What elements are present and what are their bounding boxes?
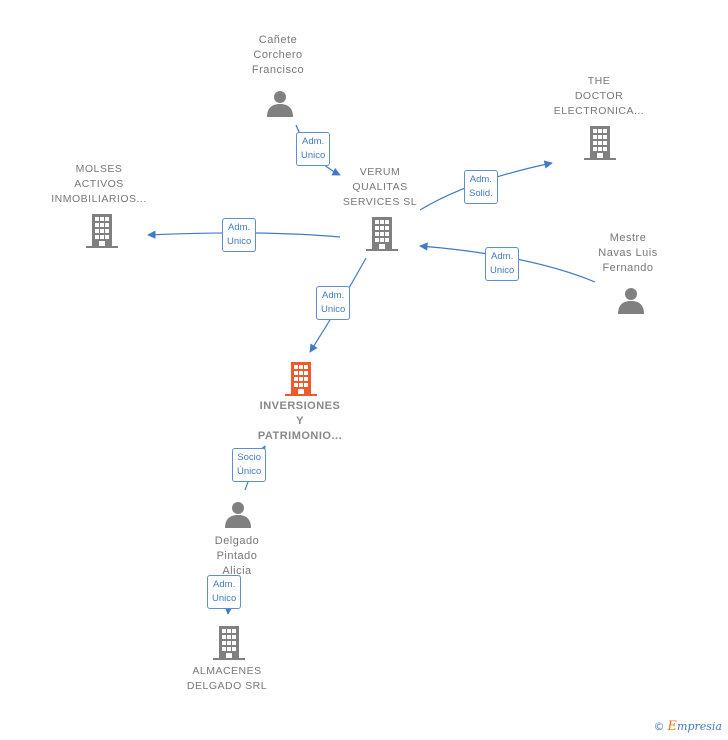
edge-label-canete-verum: Adm. Unico — [296, 132, 331, 166]
node-label-delgado: Delgado Pintado Alicia — [214, 535, 260, 577]
edge-label-verum-doctor: Adm. Solid. — [464, 170, 498, 204]
node-label-verum: VERUM QUALITAS SERVICES SL — [342, 166, 418, 208]
edge-label-delgado-almacenes: Adm. Unico — [207, 575, 242, 609]
node-label-the-doctor: THE DOCTOR ELECTRONICA... — [553, 75, 645, 117]
building-icon — [285, 362, 317, 396]
edge-label-verum-inversiones: Adm. Unico — [316, 286, 351, 320]
edge-label-verum-molses: Adm. Unico — [222, 218, 257, 252]
brand-e: E — [667, 719, 678, 734]
building-icon — [584, 126, 616, 160]
person-icon — [267, 91, 293, 117]
empresia-logo[interactable]: ©Empresia — [654, 719, 722, 734]
node-label-canete: Cañete Corchero Francisco — [251, 34, 305, 76]
building-icon — [86, 214, 118, 248]
brand-name: mpresia — [677, 720, 722, 733]
edge-label-delgado-inversiones: Socio Único — [232, 448, 267, 482]
building-icon — [213, 626, 245, 660]
node-label-molses: MOLSES ACTIVOS INMOBILIARIOS... — [51, 163, 147, 205]
node-label-almacenes: ALMACENES DELGADO SRL — [186, 665, 268, 692]
copyright-symbol: © — [653, 720, 665, 733]
building-icon — [366, 217, 398, 251]
person-icon — [618, 288, 644, 314]
person-icon — [225, 502, 251, 528]
edge-label-mestre-verum: Adm. Unico — [485, 247, 520, 281]
node-label-mestre: Mestre Navas Luis Fernando — [598, 232, 658, 274]
node-label-inversiones: INVERSIONES Y PATRIMONIO... — [257, 400, 343, 442]
